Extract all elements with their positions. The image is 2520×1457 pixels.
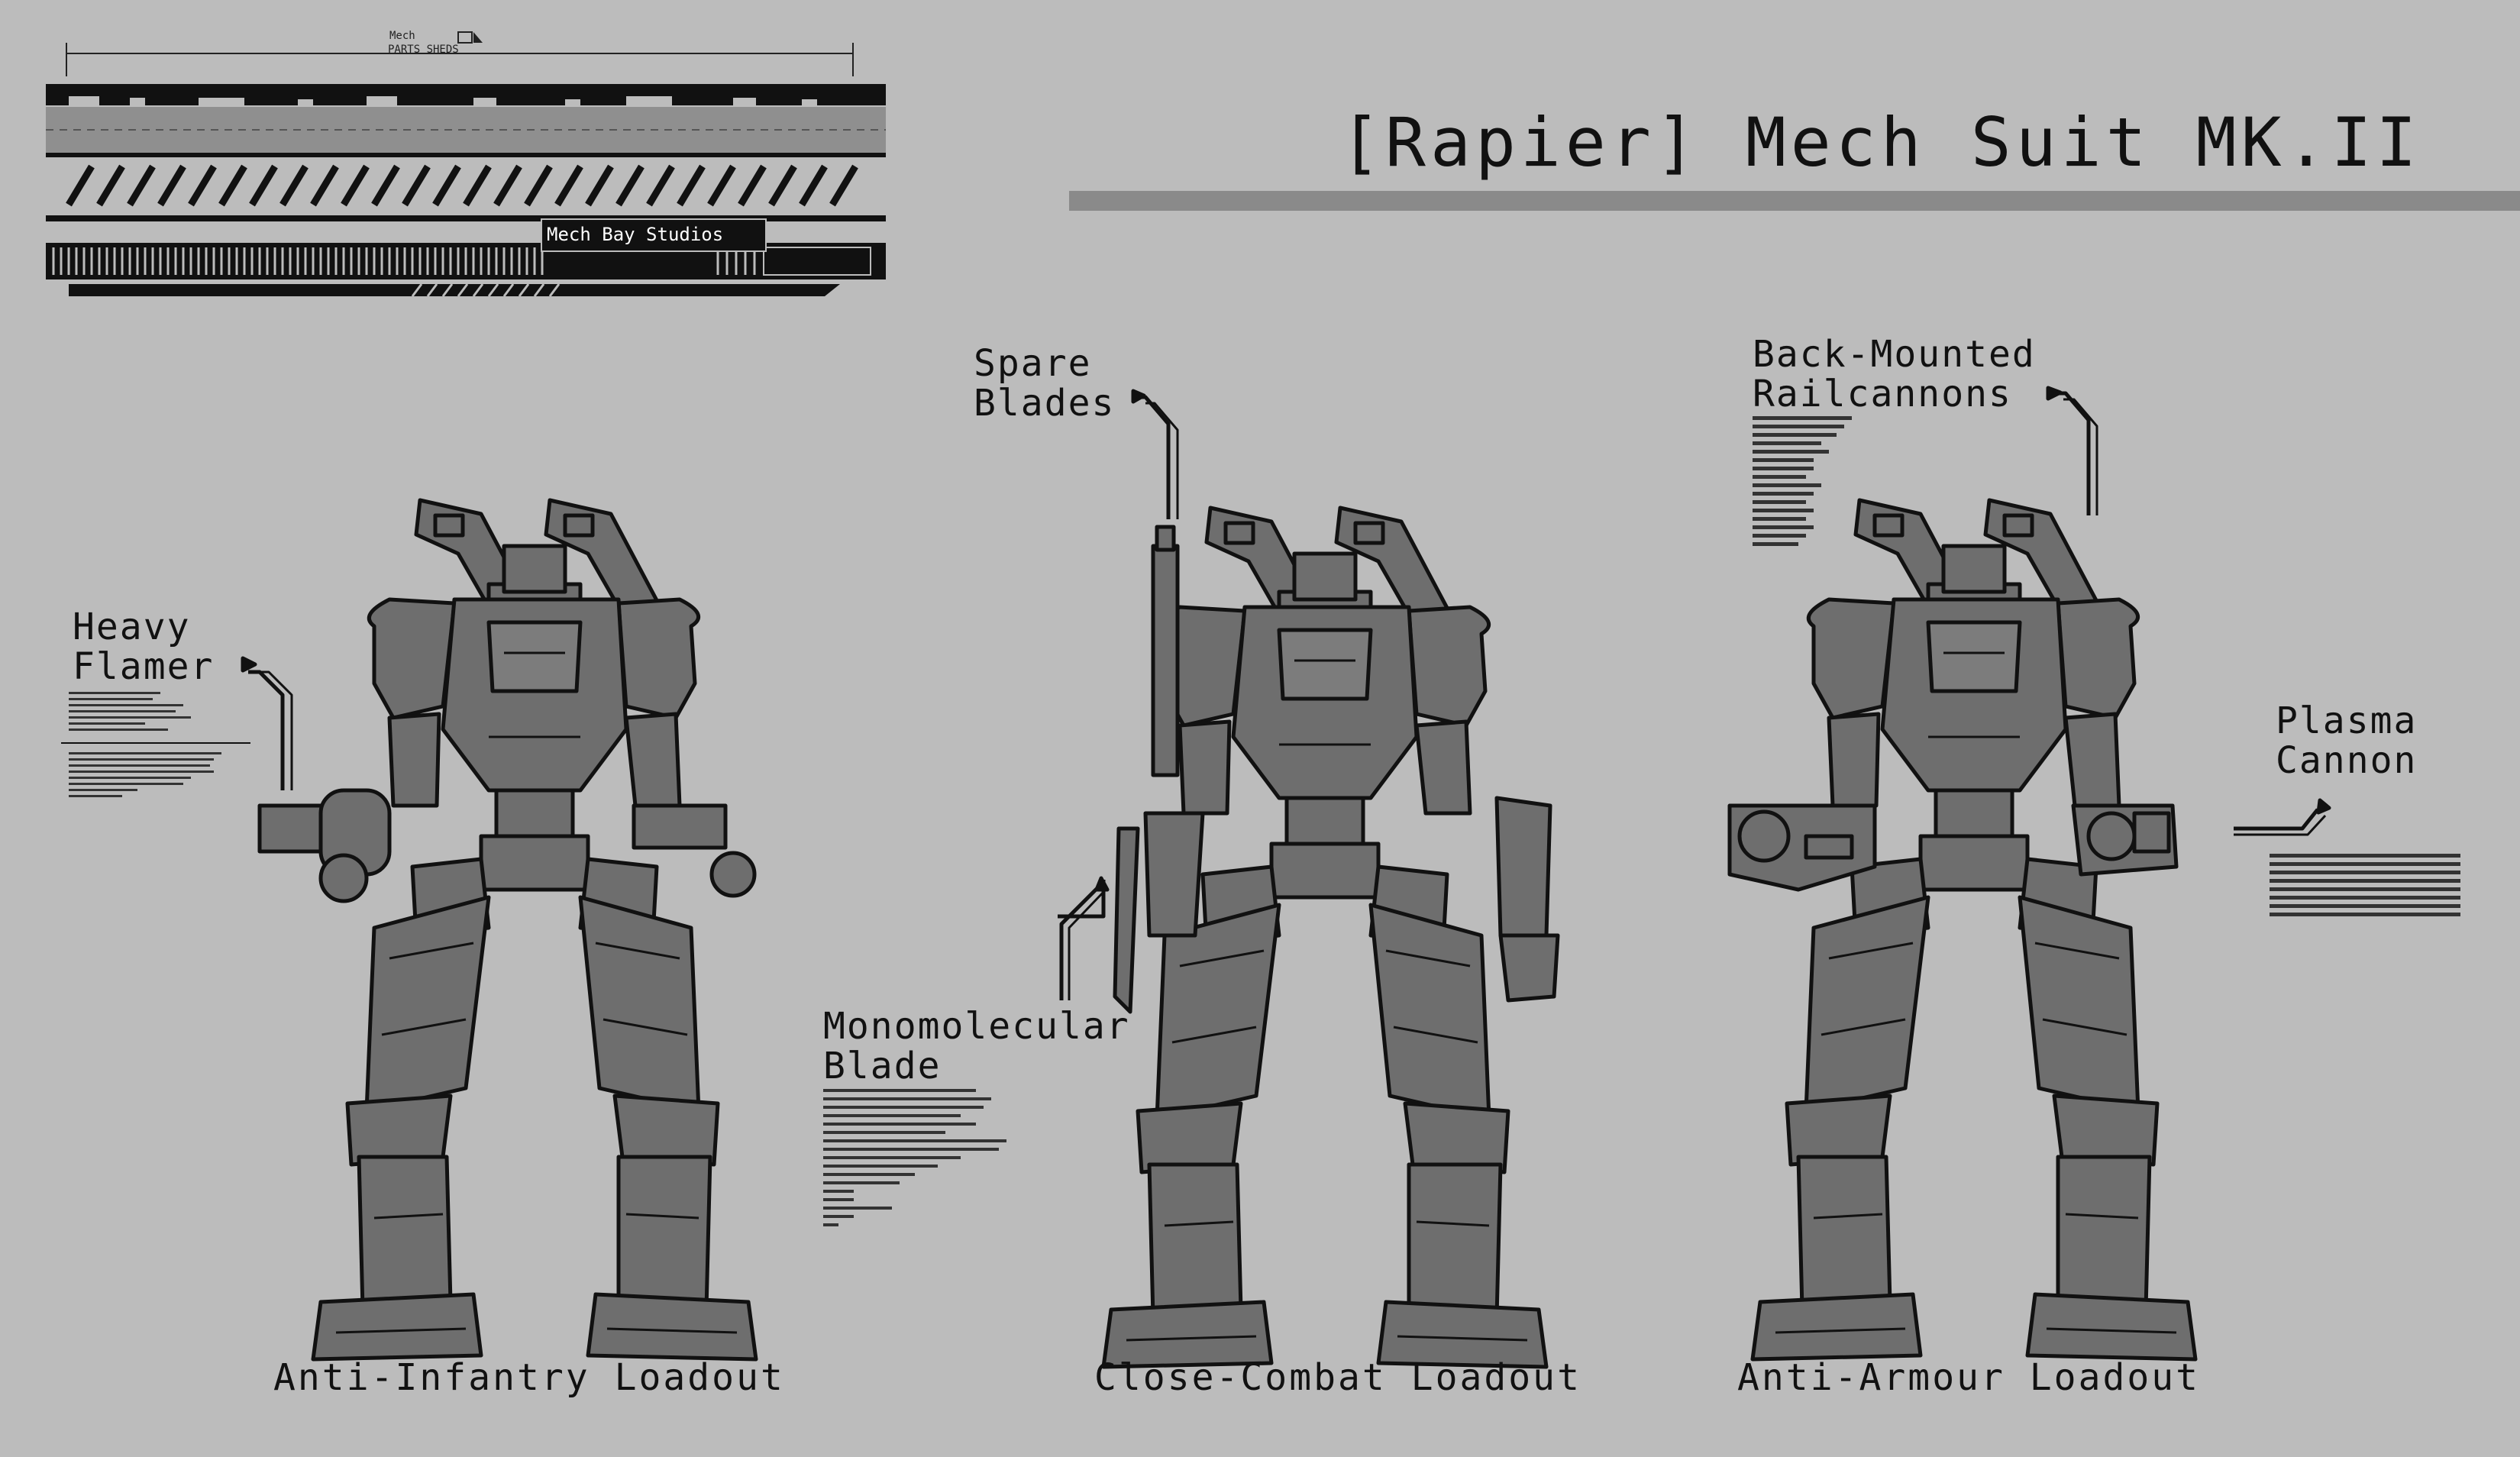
- mech-anti-armour: [1727, 500, 2195, 1359]
- logo-top-label: Mech: [389, 30, 415, 42]
- loadout-caption-close-combat: Close-Combat Loadout: [1094, 1356, 1581, 1399]
- mech-close-combat: [1103, 508, 1560, 1367]
- header-logo: Mech PARTS SHEDS Mech Bay Studios: [46, 29, 893, 296]
- title-underline: [1069, 191, 2520, 211]
- logo-graphic: [46, 31, 886, 296]
- studio-name: Mech Bay Studios: [541, 218, 767, 252]
- loadout-caption-anti-armour: Anti-Armour Loadout: [1737, 1356, 2201, 1399]
- mech-anti-infantry: [257, 500, 756, 1359]
- hatch-pattern: [66, 164, 858, 207]
- page-title: [Rapier] Mech Suit MK.II: [1340, 103, 2421, 182]
- callout-spare-blades: Spare Blades: [974, 342, 1116, 425]
- callout-heavy-flamer: Heavy Flamer: [73, 606, 215, 688]
- callout-plasma-cannon: Plasma Cannon: [2276, 699, 2418, 782]
- loadout-caption-anti-infantry: Anti-Infantry Loadout: [273, 1356, 785, 1399]
- filler-text-blocks: [69, 416, 2460, 1226]
- logo-sub-label: PARTS SHEDS: [388, 44, 459, 56]
- callout-monomolecular-blade: Monomolecular Blade: [823, 1005, 1130, 1087]
- callout-back-mounted-railcannons: Back-Mounted Railcannons: [1753, 333, 2036, 415]
- leader-lines: [61, 386, 2331, 1000]
